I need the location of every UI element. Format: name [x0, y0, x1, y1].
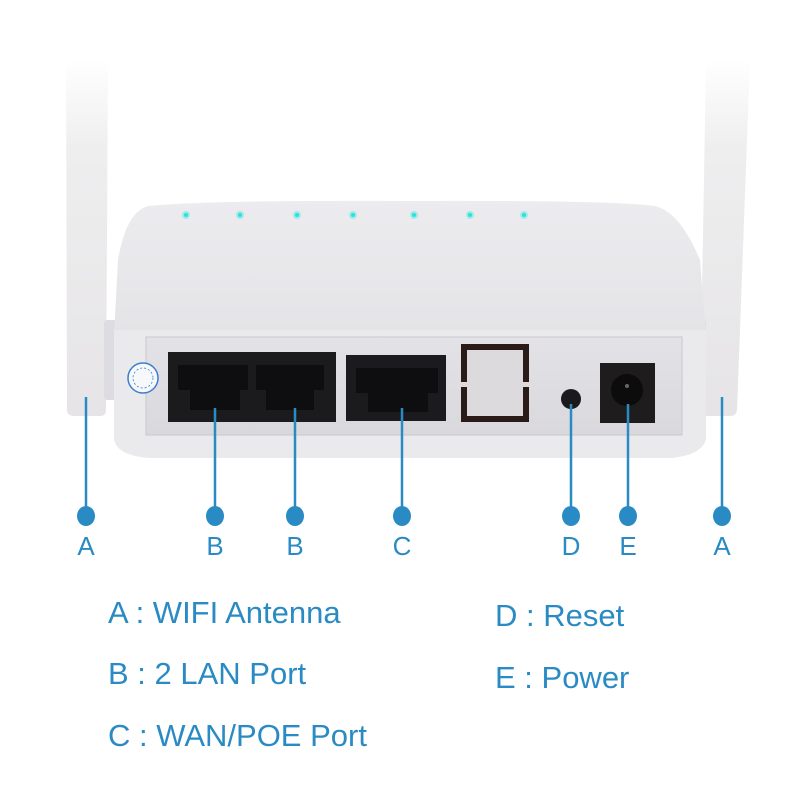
callout-dot-lan-port-1 — [206, 506, 224, 526]
lan-port-2 — [256, 365, 324, 410]
callout-dot-power-jack — [619, 506, 637, 526]
callout-dot-left-antenna — [77, 506, 95, 526]
router-top-surface — [114, 200, 706, 335]
callout-dot-reset-button — [562, 506, 580, 526]
led-indicator — [184, 213, 188, 217]
led-indicators — [182, 211, 528, 219]
callout-dot-wan-poe-port — [393, 506, 411, 526]
led-indicator — [522, 213, 526, 217]
certification-sticker-icon — [127, 362, 159, 394]
lan-port-1 — [178, 365, 248, 410]
led-indicator — [351, 213, 355, 217]
callout-dot-lan-port-2 — [286, 506, 304, 526]
led-indicator — [295, 213, 299, 217]
callout-markers — [77, 397, 731, 526]
callout-letter-lan-port-1: B — [206, 531, 224, 561]
callout-letter-power-jack: E — [619, 531, 637, 561]
legend-antenna: A : WIFI Antenna — [108, 595, 341, 630]
legend-reset: D : Reset — [495, 598, 625, 633]
led-indicator — [412, 213, 416, 217]
legend-power: E : Power — [495, 660, 630, 695]
mode-switch — [461, 344, 529, 422]
callout-letter-wan-poe-port: C — [392, 531, 412, 561]
lan-ports — [168, 352, 336, 422]
wan-poe-port — [346, 355, 446, 421]
legend-lan-port: B : 2 LAN Port — [108, 656, 307, 691]
left-antenna — [66, 60, 118, 416]
callout-letter-lan-port-2: B — [286, 531, 304, 561]
callout-letter-right-antenna: A — [713, 531, 731, 561]
led-indicator — [468, 213, 472, 217]
callout-dot-right-antenna — [713, 506, 731, 526]
legend-wan-poe-port: C : WAN/POE Port — [108, 718, 367, 753]
reset-button — [561, 389, 581, 409]
callout-letter-reset-button: D — [561, 531, 581, 561]
callout-letter-left-antenna: A — [77, 531, 95, 561]
led-indicator — [238, 213, 242, 217]
